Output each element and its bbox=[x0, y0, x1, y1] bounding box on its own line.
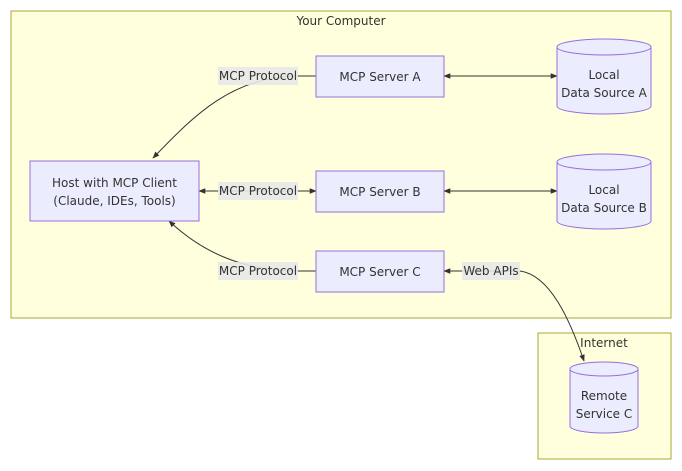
edge-label-host-b: MCP Protocol bbox=[218, 182, 298, 200]
cluster-internet-title: Internet bbox=[580, 336, 628, 350]
node-remote-service-c-label-line1: Remote bbox=[581, 389, 627, 403]
node-data-source-a-label-line2: Data Source A bbox=[561, 86, 647, 100]
node-server-c-label: MCP Server C bbox=[339, 265, 420, 279]
node-host-label-line1: Host with MCP Client bbox=[52, 176, 177, 190]
node-server-a: MCP Server A bbox=[315, 55, 445, 98]
node-remote-service-c: Remote Service C bbox=[569, 361, 639, 434]
node-remote-service-c-label-line2: Service C bbox=[576, 407, 633, 421]
edge-server-c-remote-c bbox=[443, 268, 585, 362]
edge-label-host-c-text: MCP Protocol bbox=[219, 264, 297, 278]
edge-label-host-b-text: MCP Protocol bbox=[219, 184, 297, 198]
edge-label-host-c: MCP Protocol bbox=[218, 262, 298, 280]
cluster-your-computer-title: Your Computer bbox=[295, 14, 385, 28]
edge-label-web-apis: Web APIs bbox=[462, 262, 520, 280]
node-data-source-a-label-line1: Local bbox=[588, 68, 619, 82]
node-data-source-b-label-line2: Data Source B bbox=[561, 201, 647, 215]
node-host-label-line2: (Claude, IDEs, Tools) bbox=[53, 194, 175, 208]
node-data-source-a: Local Data Source A bbox=[556, 38, 652, 115]
edge-label-web-apis-text: Web APIs bbox=[463, 264, 518, 278]
edge-label-host-a-text: MCP Protocol bbox=[219, 69, 297, 83]
node-server-b-label: MCP Server B bbox=[339, 185, 420, 199]
node-server-c: MCP Server C bbox=[315, 250, 445, 293]
node-data-source-b: Local Data Source B bbox=[556, 153, 652, 230]
node-server-b: MCP Server B bbox=[315, 170, 445, 213]
node-server-a-label: MCP Server A bbox=[339, 70, 421, 84]
edge-label-host-a: MCP Protocol bbox=[218, 67, 298, 85]
node-data-source-b-label-line1: Local bbox=[588, 183, 619, 197]
node-host: Host with MCP Client (Claude, IDEs, Tool… bbox=[29, 160, 200, 222]
